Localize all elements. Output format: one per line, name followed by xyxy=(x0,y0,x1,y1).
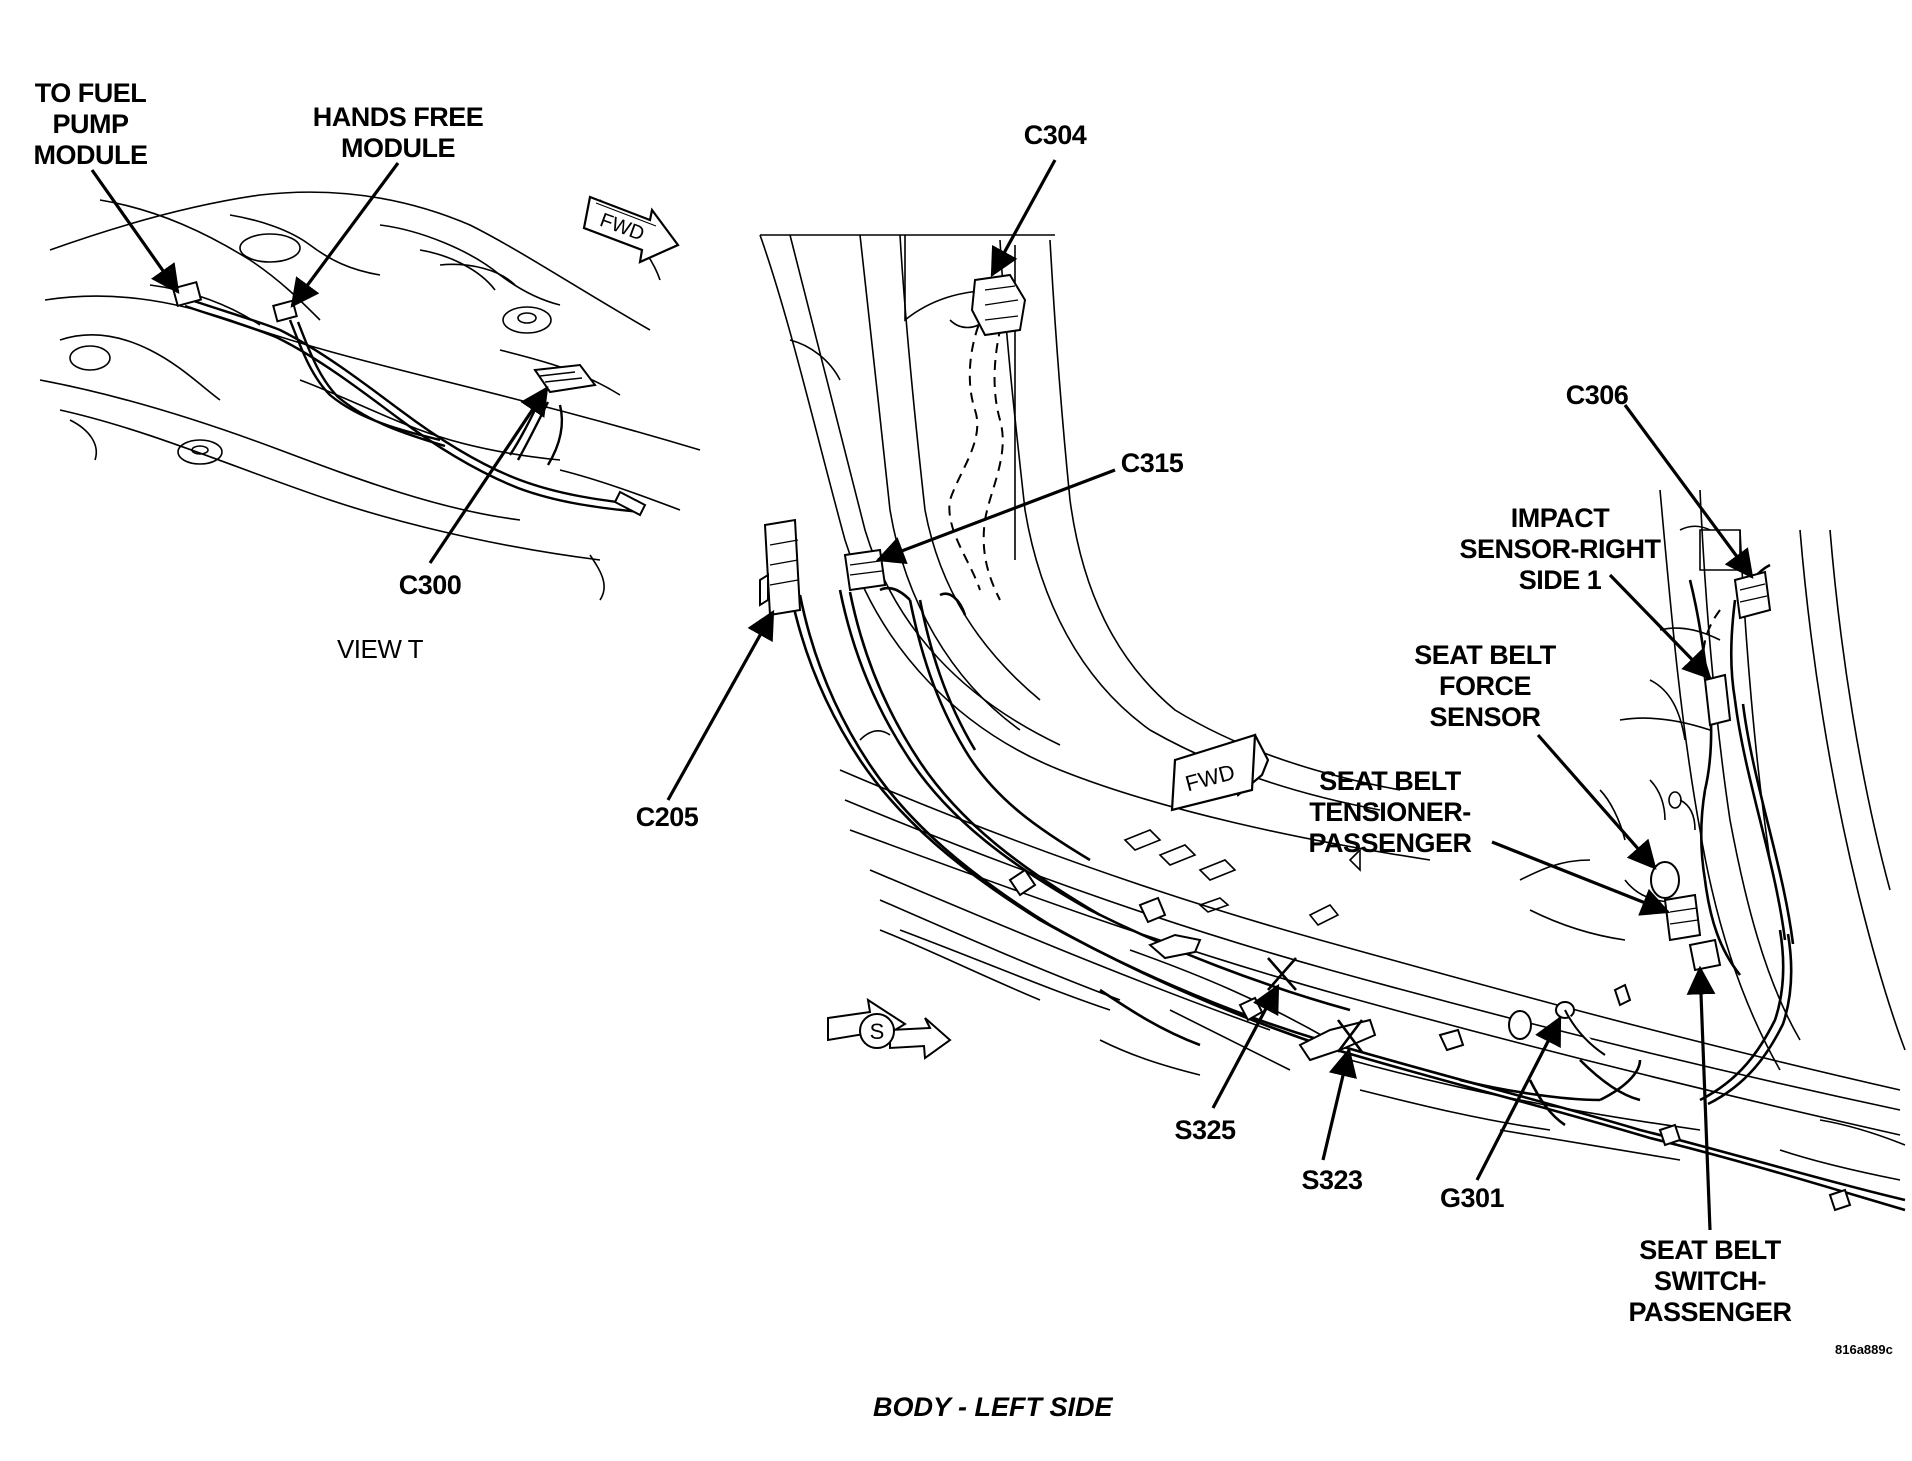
label-g301: G301 xyxy=(1439,1183,1505,1213)
main-harness xyxy=(788,563,1906,1212)
main-connectors xyxy=(759,273,1852,1212)
fwd-arrow-inset xyxy=(582,195,680,264)
page-title: BODY - LEFT SIDE xyxy=(873,1392,1113,1422)
body-structure xyxy=(759,234,1906,1181)
label-c315: C315 xyxy=(1120,448,1184,478)
view-t-connectors xyxy=(171,280,647,517)
label-seat-belt-switch-passenger: SEAT BELT SWITCH- PASSENGER xyxy=(1628,1235,1792,1327)
label-s323: S323 xyxy=(1301,1165,1363,1195)
label-s325: S325 xyxy=(1174,1115,1236,1145)
label-to-fuel-pump-module: TO FUEL PUMP MODULE xyxy=(33,78,149,170)
view-t-harness xyxy=(184,296,641,514)
leader-lines xyxy=(90,159,1754,1231)
label-c300: C300 xyxy=(398,570,462,600)
label-c304: C304 xyxy=(1023,120,1087,150)
label-seat-belt-tensioner-passenger: SEAT BELT TENSIONER- PASSENGER xyxy=(1308,766,1472,858)
label-view-t: VIEW T xyxy=(336,634,424,664)
dashed-routing xyxy=(948,309,1721,681)
label-hands-free-module: HANDS FREE MODULE xyxy=(312,102,484,163)
label-seat-belt-force-sensor: SEAT BELT FORCE SENSOR xyxy=(1414,640,1556,732)
s-label: S xyxy=(870,1019,885,1044)
s-arrow xyxy=(827,997,952,1060)
fwd-arrow-main xyxy=(1170,733,1270,812)
label-impact-sensor-right-side-1: IMPACT SENSOR-RIGHT SIDE 1 xyxy=(1459,503,1661,595)
figure-code: 816a889c xyxy=(1835,1342,1893,1357)
label-c205: C205 xyxy=(635,802,699,832)
label-c306: C306 xyxy=(1565,380,1629,410)
